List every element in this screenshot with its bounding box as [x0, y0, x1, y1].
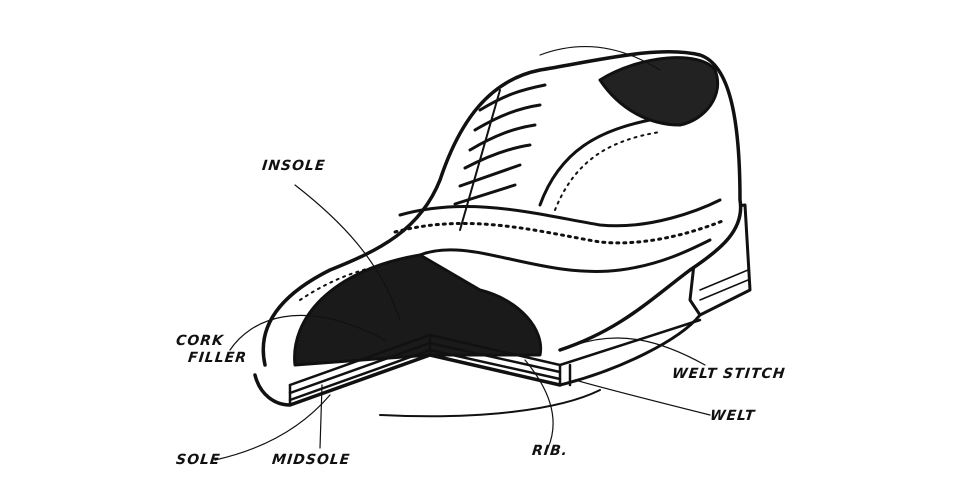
- label-midsole: MIDSOLE: [271, 452, 352, 468]
- label-welt: WELT: [709, 408, 757, 424]
- cutaway-cavity: [293, 253, 543, 367]
- label-welt-stitch: WELT STITCH: [671, 366, 787, 382]
- leader-lines: [214, 46, 711, 461]
- label-cork-filler-line1: CORK: [175, 333, 225, 349]
- sole-layers: [253, 313, 702, 407]
- label-cork-filler-line2: FILLER: [187, 350, 248, 366]
- laces: [453, 83, 547, 206]
- label-sole: SOLE: [175, 452, 222, 468]
- shoe-opening: [598, 56, 720, 127]
- label-insole: INSOLE: [261, 158, 327, 174]
- label-rib: RIB.: [531, 443, 569, 459]
